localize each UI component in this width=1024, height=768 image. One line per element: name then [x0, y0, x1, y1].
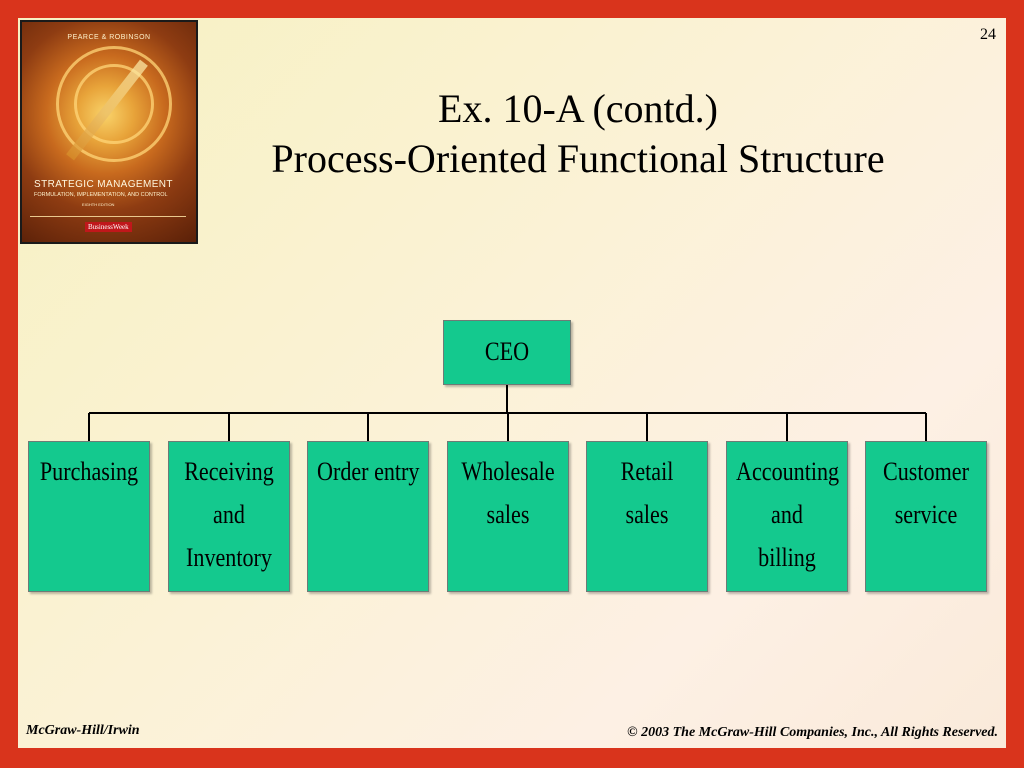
org-node-ceo: CEO	[443, 320, 571, 385]
footer-publisher: McGraw-Hill/Irwin	[26, 723, 140, 738]
compass-ring-icon	[56, 46, 172, 162]
slide-title: Ex. 10-A (contd.) Process-Oriented Funct…	[198, 84, 958, 184]
org-node: Accounting and billing	[725, 441, 848, 592]
connector-child-stem	[367, 413, 369, 441]
slide-number: 24	[980, 26, 996, 43]
connector-child-stem	[506, 413, 509, 441]
org-node-label-line: Customer	[883, 457, 969, 486]
book-cover-image: PEARCE & ROBINSON STRATEGIC MANAGEMENT F…	[20, 20, 198, 244]
org-node: Wholesale sales	[446, 441, 569, 592]
org-node: Purchasing	[28, 441, 150, 592]
org-node-label-line: Wholesale	[460, 457, 555, 486]
org-node-label-line: and	[770, 500, 803, 529]
org-node-label-line: and	[212, 500, 245, 529]
org-node: Customer service	[865, 441, 987, 592]
org-node-label-line: Accounting	[735, 457, 839, 486]
org-node-label-line: sales	[486, 500, 529, 529]
org-node-label-line: Order entry	[317, 457, 420, 486]
connector-root-stem	[506, 385, 508, 413]
org-node-label-line: Retail	[620, 457, 674, 486]
org-node-label-line: Purchasing	[39, 457, 139, 486]
footer-copyright: © 2003 The McGraw-Hill Companies, Inc., …	[627, 725, 998, 740]
connector-child-stem	[227, 413, 230, 441]
book-author: PEARCE & ROBINSON	[67, 34, 151, 41]
org-node: Retail sales	[586, 441, 708, 592]
slide-title-line-2: Process-Oriented Functional Structure	[271, 136, 885, 181]
connector-child-stem	[785, 413, 788, 441]
slide: 24 PEARCE & ROBINSON STRATEGIC MANAGEMEN…	[18, 18, 1006, 748]
book-edition: EIGHTH EDITION	[82, 202, 115, 207]
connector-child-stem	[925, 413, 927, 441]
org-node: Order entry	[307, 441, 429, 592]
book-badge: BusinessWeek	[85, 222, 132, 232]
book-divider	[30, 216, 186, 217]
book-subtitle: FORMULATION, IMPLEMENTATION, AND CONTROL	[34, 192, 168, 198]
org-node-label-line: Receiving	[183, 457, 274, 486]
connector-child-stem	[88, 413, 90, 441]
compass-inner-ring-icon	[74, 64, 154, 144]
connector-child-stem	[646, 413, 648, 441]
org-node-label-line: sales	[625, 500, 669, 529]
org-node-label-line: billing	[757, 543, 816, 572]
slide-title-line-1: Ex. 10-A (contd.)	[438, 86, 718, 131]
org-node-label-line: Inventory	[185, 543, 272, 572]
org-node-ceo-label-line: CEO	[484, 337, 530, 366]
org-node-label-line: service	[894, 500, 958, 529]
book-title: STRATEGIC MANAGEMENT	[34, 179, 173, 190]
